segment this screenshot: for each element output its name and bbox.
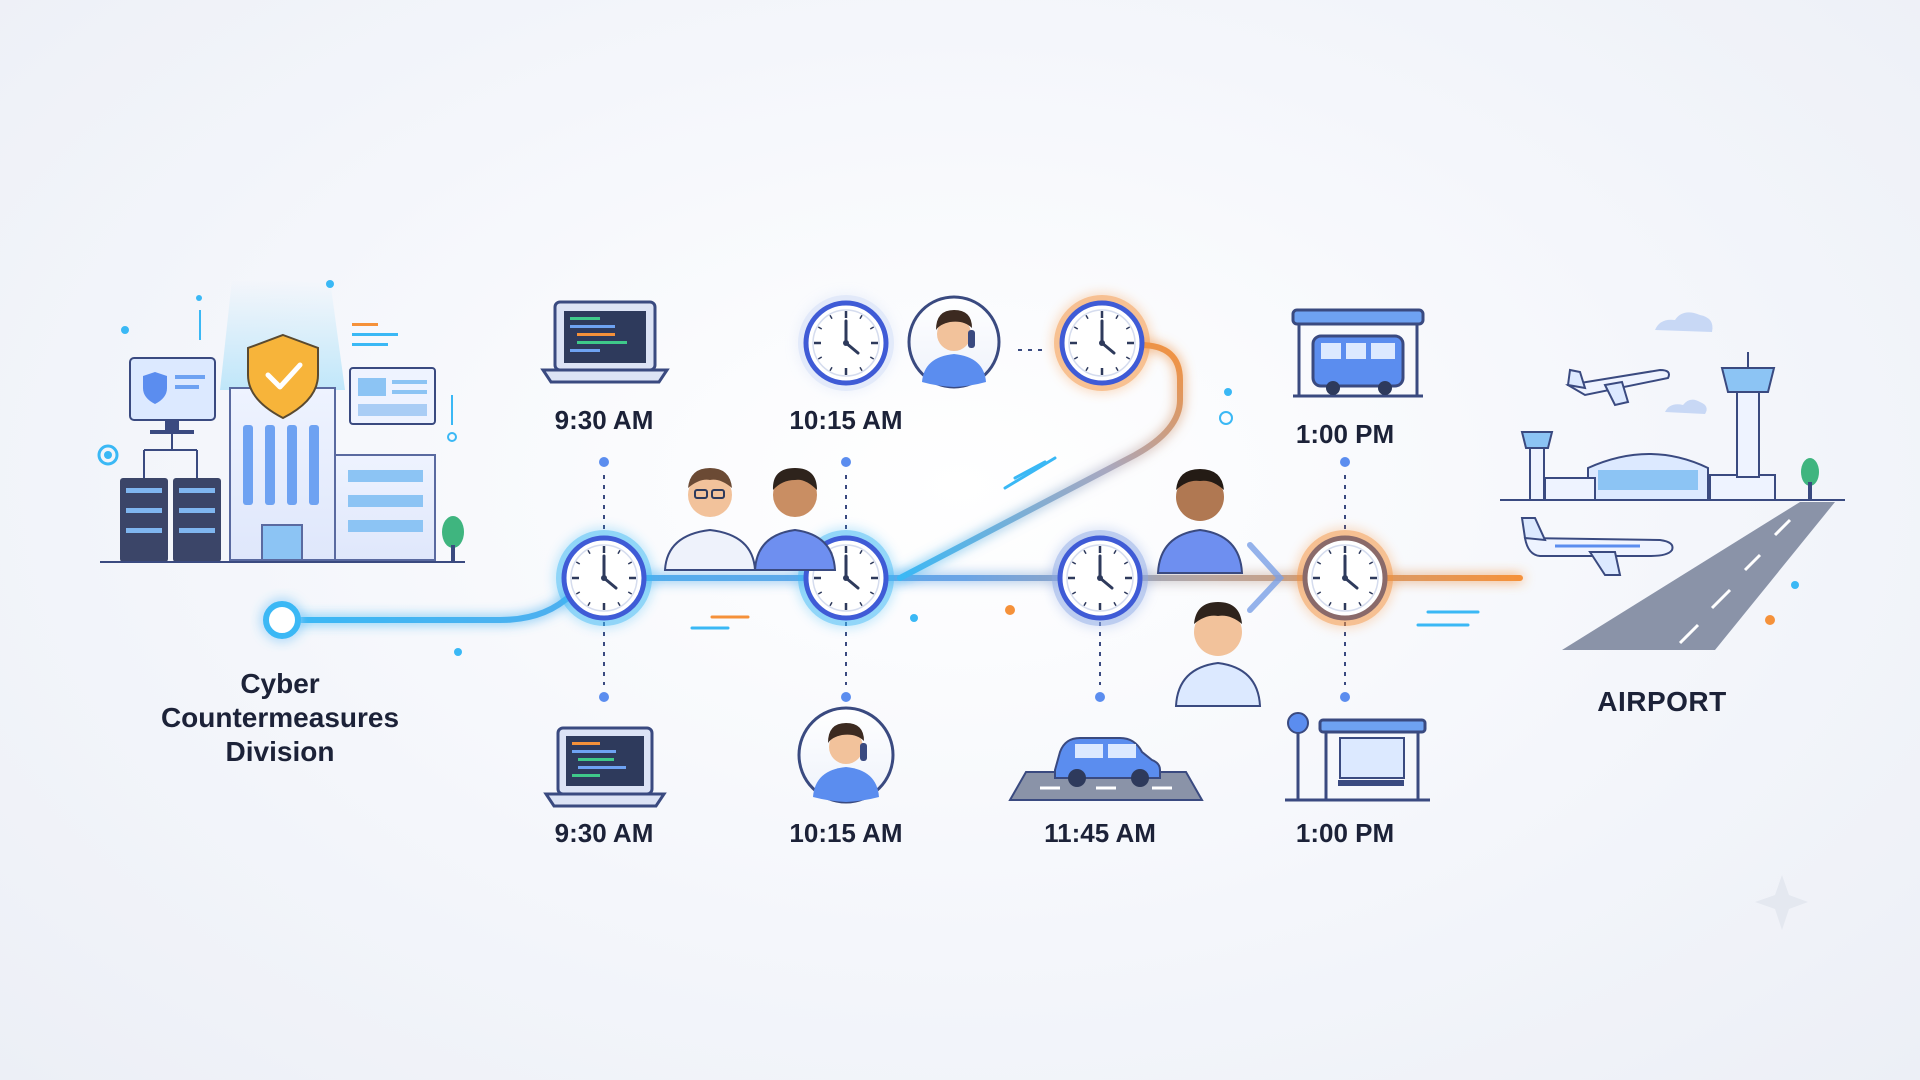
upper-time-3: 1:00 PM (1295, 419, 1395, 449)
lower-time-3: 11:45 AM (1044, 818, 1156, 848)
origin-line-2: Countermeasures (160, 702, 400, 733)
origin-line-1: Cyber (240, 668, 320, 699)
phone-caller-avatar-lower (797, 706, 895, 804)
laptop-code-icon (540, 300, 670, 384)
start-node (263, 601, 301, 639)
sparkle-icon (1755, 875, 1808, 930)
laptop-code-icon-lower (543, 726, 667, 808)
upper-time-2: 10:15 AM (789, 405, 903, 435)
clock-icon (1054, 295, 1150, 391)
monitor-shield-icon (129, 357, 216, 434)
shield-check-icon (247, 333, 319, 420)
bus-stop-icon (1291, 308, 1425, 398)
cyber-building-illustration (97, 280, 465, 563)
clock-icon (556, 530, 652, 626)
airport-illustration (1500, 312, 1845, 650)
airplane-icon (1520, 517, 1674, 576)
server-rack-icon (120, 432, 221, 562)
clock-icon (798, 295, 894, 391)
bus-shelter-icon (1285, 712, 1430, 802)
phone-caller-avatar (907, 295, 1001, 389)
car-road-icon (1008, 737, 1204, 801)
airplane-flying-icon (1565, 368, 1670, 407)
clock-icon (1297, 530, 1393, 626)
airport-label: AIRPORT (1597, 686, 1727, 717)
upper-time-1: 9:30 AM (554, 405, 654, 435)
commuter-avatar (1174, 602, 1262, 707)
lower-time-2: 10:15 AM (789, 818, 903, 848)
lower-time-1: 9:30 AM (554, 818, 654, 848)
team-avatars (663, 468, 837, 571)
origin-line-3: Division (225, 736, 335, 767)
clock-icon (1052, 530, 1148, 626)
traveler-avatar (1156, 469, 1244, 574)
origin-label: Cyber Countermeasures Division (161, 667, 399, 769)
clock-markers (556, 295, 1393, 626)
lower-time-4: 1:00 PM (1295, 818, 1395, 848)
